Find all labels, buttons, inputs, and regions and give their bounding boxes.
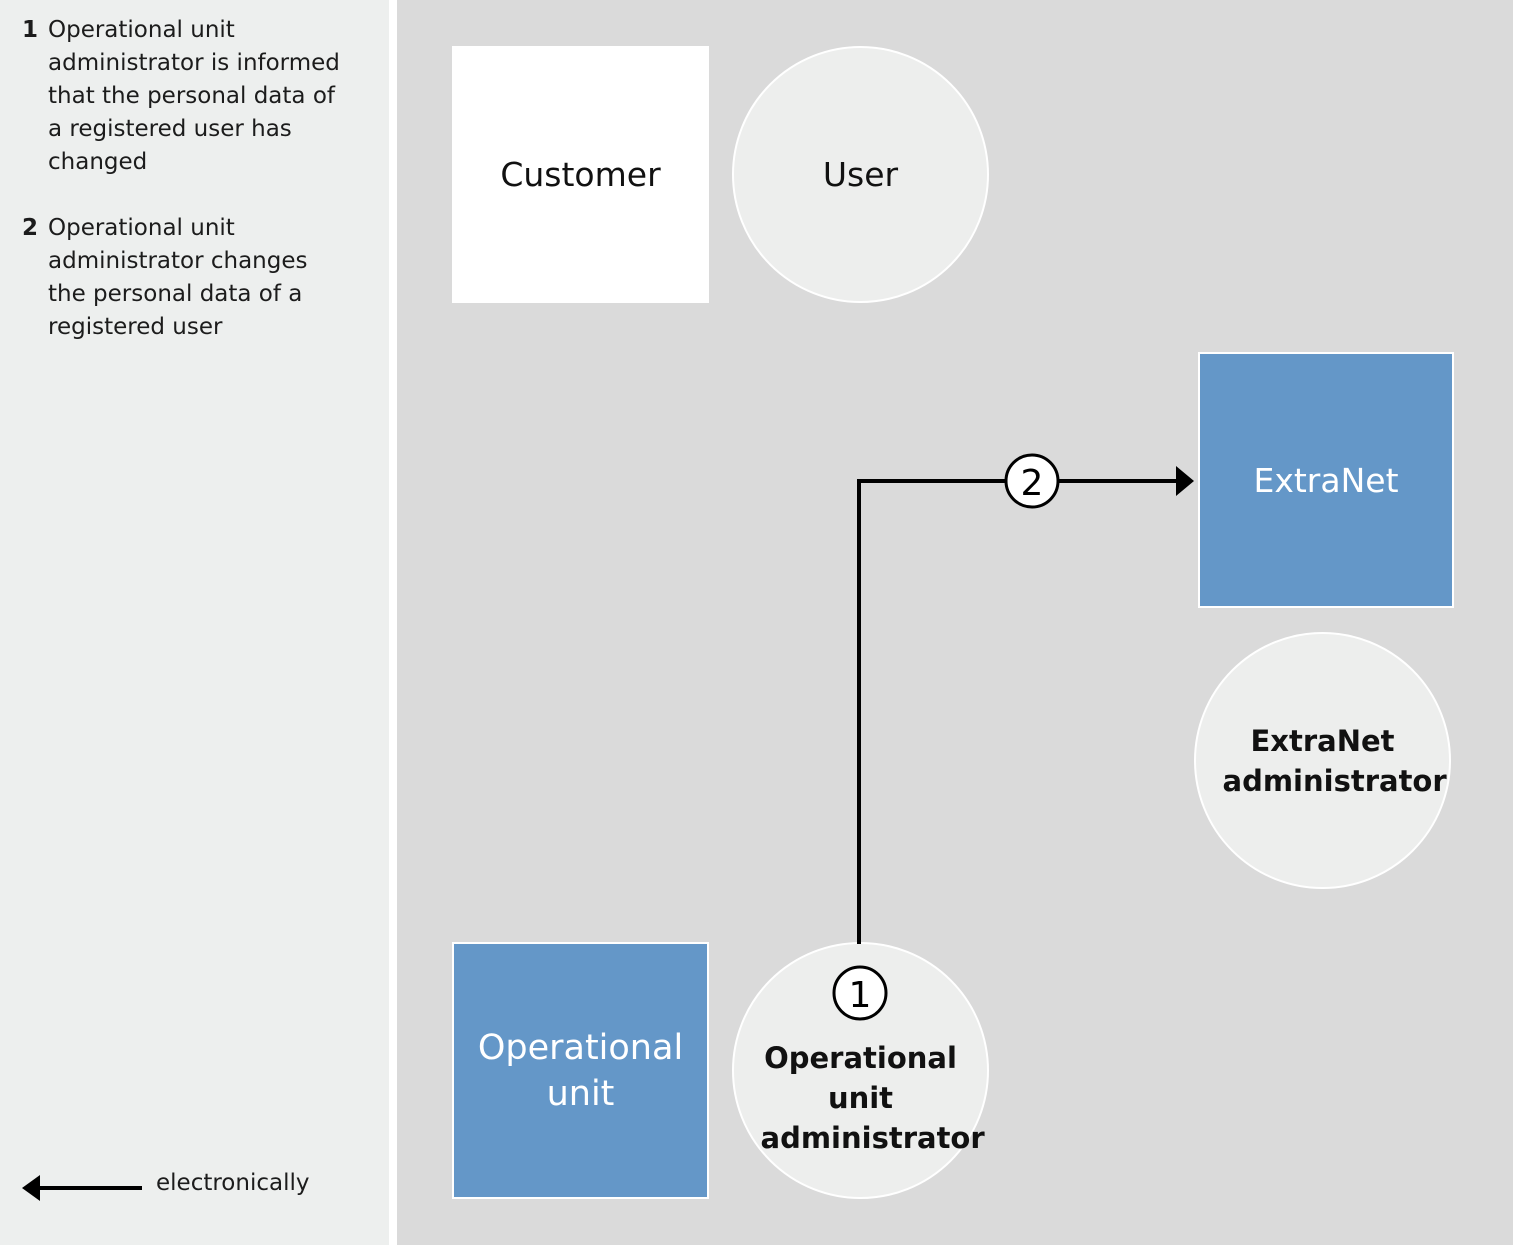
legend-item-1: 1 Operational unit administrator is info…: [22, 14, 352, 179]
legend-item-2: 2 Operational unit administrator changes…: [22, 212, 352, 344]
step-1-label: 1: [849, 975, 872, 1016]
arrow-left-icon: [22, 1175, 142, 1201]
user-label: User: [822, 155, 899, 194]
legend-number: 1: [22, 17, 39, 43]
legend-key: electronically: [22, 1168, 352, 1208]
step-2-label: 2: [1021, 463, 1044, 504]
legend-panel: 1 Operational unit administrator is info…: [0, 0, 389, 1245]
step-1-marker: 1: [832, 965, 888, 1021]
customer-box: Customer: [452, 46, 709, 303]
extranet-admin-circle: ExtraNet administrator: [1194, 632, 1451, 889]
legend-number: 2: [22, 215, 39, 241]
extranet-box: ExtraNet: [1198, 352, 1454, 608]
operational-unit-admin-label: Operational unit administrator: [760, 1040, 985, 1155]
arrow-right-icon: [1176, 466, 1194, 496]
operational-unit-label: Operational unit: [477, 1027, 684, 1114]
user-circle: User: [732, 46, 989, 303]
flow-arrow-line: [857, 479, 1180, 944]
legend-text: Operational unit administrator is inform…: [48, 17, 340, 175]
extranet-label: ExtraNet: [1253, 460, 1399, 500]
legend-text: Operational unit administrator changes t…: [48, 215, 308, 340]
operational-unit-box: Operational unit: [452, 942, 709, 1199]
customer-label: Customer: [500, 155, 661, 194]
extranet-admin-label: ExtraNet administrator: [1222, 723, 1447, 798]
legend-key-label: electronically: [156, 1170, 310, 1196]
step-2-marker: 2: [1004, 453, 1060, 509]
